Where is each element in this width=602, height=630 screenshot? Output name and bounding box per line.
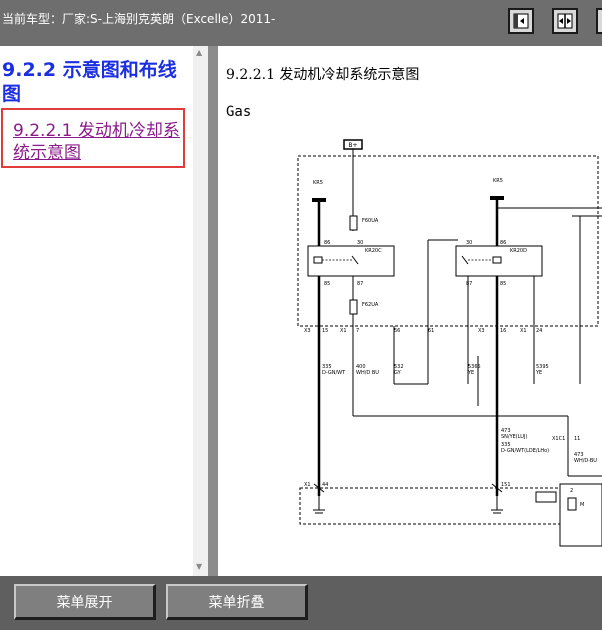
menu-expand-button[interactable]: 菜单展开 — [14, 584, 156, 620]
wire-label: GY — [394, 370, 402, 376]
bottom-connector-label: 151 — [501, 482, 511, 488]
wire-label: 5395 — [536, 364, 549, 370]
left-relay-pin-87: 87 — [357, 281, 363, 287]
left-relay-power-label: KR5 — [313, 180, 323, 186]
wire-label: D-GN/WT — [322, 370, 346, 376]
connector-label: X1 — [520, 328, 527, 334]
bottom-connector-label: X1 — [304, 482, 311, 488]
window-title: 当前车型：厂家:S-上海别克英朗（Excelle）2011- — [2, 12, 276, 26]
toolbar-button-split[interactable] — [552, 8, 578, 34]
connector-label: 15 — [322, 328, 328, 334]
wire-label: 335 — [501, 442, 511, 448]
wire-label: 335 — [322, 364, 332, 370]
wire-label: 473 — [501, 428, 511, 434]
nav-scrollbar[interactable]: ▲ ▼ — [193, 46, 208, 576]
wire-label: 532 — [394, 364, 404, 370]
left-relay-pin-86: 86 — [324, 240, 330, 246]
wire-label: YE — [467, 370, 474, 376]
connector-label: 11 — [574, 436, 580, 442]
connector-label: X3 — [304, 328, 311, 334]
left-relay-pin-85: 85 — [324, 281, 330, 287]
document-pane: 9.2.2.1 发动机冷却系统示意图 Gas B+ KR5 F60UA 86 3… — [218, 46, 602, 576]
wire-label: YE — [535, 370, 542, 376]
wire-label: WH/D-BU — [574, 458, 597, 464]
left-relay-name: KR20C — [365, 248, 382, 254]
nav-section-heading[interactable]: 9.2.2 示意图和布线图 — [2, 59, 177, 105]
menu-collapse-button[interactable]: 菜单折叠 — [166, 584, 308, 620]
title-bar: 当前车型：厂家:S-上海别克英朗（Excelle）2011- — [0, 0, 602, 42]
wire-label: 5365 — [468, 364, 481, 370]
document-heading: 9.2.2.1 发动机冷却系统示意图 — [226, 67, 420, 83]
cooling-schematic: B+ KR5 F60UA 86 30 85 87 KR20C F62UA KR5 — [297, 139, 602, 547]
left-relay-pin-30: 30 — [357, 240, 363, 246]
collapse-left-icon — [513, 13, 529, 29]
right-relay-pin-87: 87 — [466, 281, 472, 287]
connector-label: 61 — [428, 328, 434, 334]
wire-label: WH/D BU — [356, 370, 379, 376]
scroll-up-arrow-icon[interactable]: ▲ — [196, 48, 203, 57]
pane-splitter[interactable] — [208, 46, 218, 576]
right-relay-pin-85: 85 — [500, 281, 506, 287]
navigation-pane: 9.2.2 示意图和布线图 9.2.2.1 发动机冷却系统示意图 — [0, 46, 193, 576]
wire-label: 473 — [574, 452, 584, 458]
power-source-label: B+ — [348, 142, 357, 149]
connector-label: 24 — [536, 328, 542, 334]
right-relay-pin-30: 30 — [466, 240, 472, 246]
connector-label: 56 — [394, 328, 400, 334]
connector-label: X1 — [340, 328, 347, 334]
nav-item-selected[interactable]: 9.2.2.1 发动机冷却系统示意图 — [1, 108, 185, 168]
engine-variant-label: Gas — [226, 104, 252, 120]
right-relay-power-label: KR5 — [493, 178, 503, 184]
right-relay-pin-86: 86 — [500, 240, 506, 246]
connector-label: 16 — [500, 328, 506, 334]
wire-label: 400 — [356, 364, 366, 370]
toolbar-button-expand[interactable] — [596, 8, 602, 34]
nav-item-label[interactable]: 9.2.2.1 发动机冷却系统示意图 — [13, 121, 180, 163]
connector-label: X1C1 — [552, 436, 565, 442]
wire-label: SN/YE(LUJ) — [501, 434, 527, 440]
component-pin-label: 2 — [570, 488, 573, 494]
fuse-label-1: F60UA — [362, 218, 379, 224]
connector-label: X3 — [478, 328, 485, 334]
connector-label: 7 — [356, 328, 359, 334]
bottom-toolbar: 菜单展开 菜单折叠 — [0, 576, 602, 630]
bottom-connector-label: 44 — [322, 482, 328, 488]
split-view-icon — [557, 13, 573, 29]
component-motor-label: M — [580, 502, 584, 508]
toolbar-button-collapse[interactable] — [508, 8, 534, 34]
right-relay-name: KR20D — [510, 248, 527, 254]
scroll-down-arrow-icon[interactable]: ▼ — [196, 562, 203, 571]
fuse-label-2: F62UA — [362, 302, 379, 308]
wire-label: D-GN/WT(LDE/LHo) — [501, 448, 549, 454]
